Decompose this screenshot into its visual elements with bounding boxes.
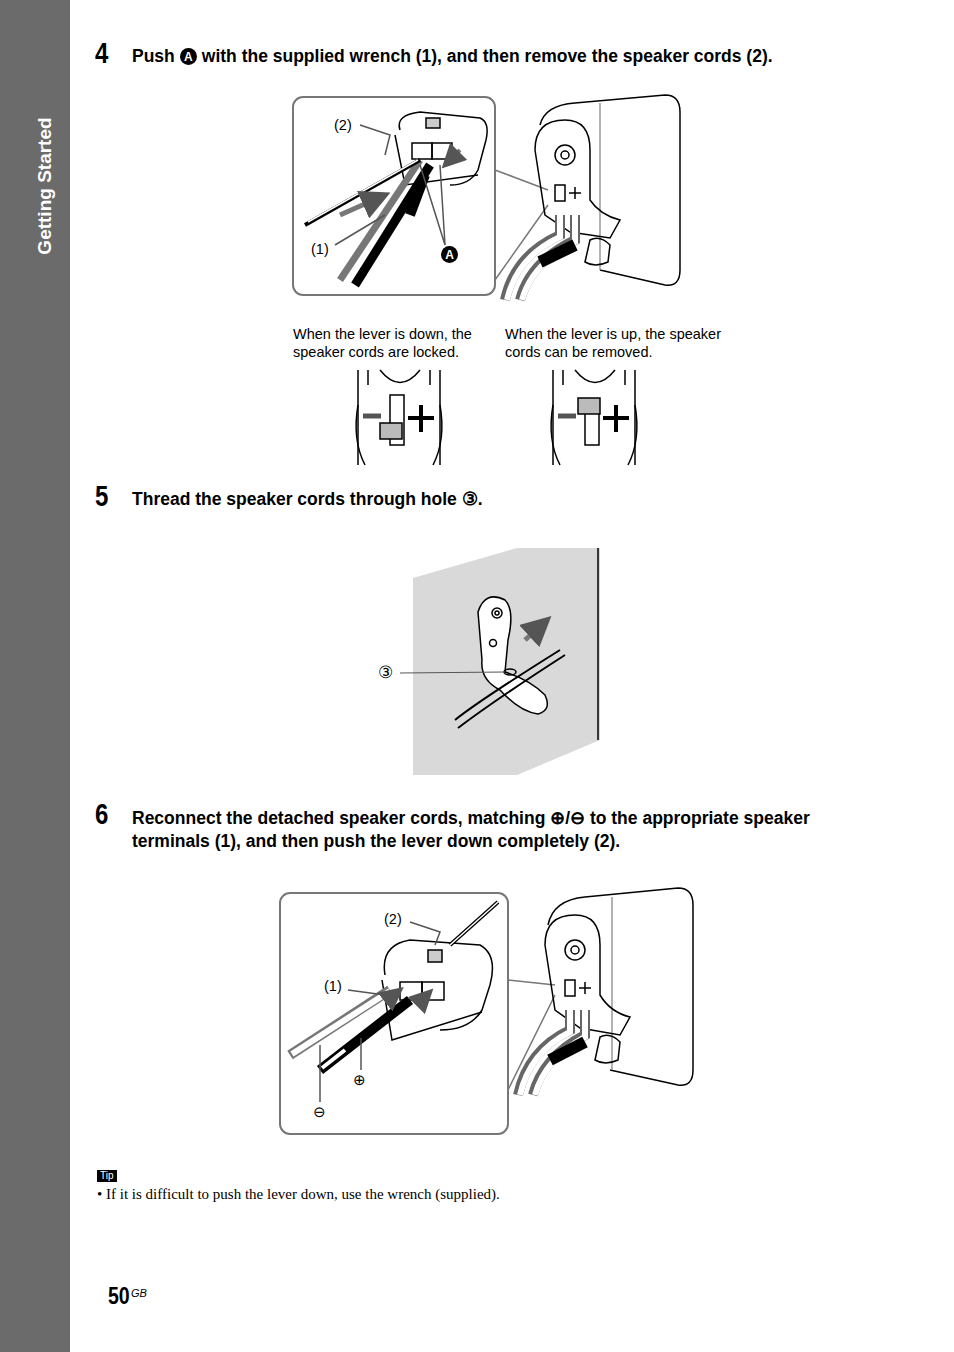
step-text: Reconnect the detached speaker cords, ma… (132, 807, 852, 853)
tip-text: • If it is difficult to push the lever d… (97, 1186, 500, 1203)
callout-number: (2) (384, 911, 402, 927)
step-text: Thread the speaker cords through hole ③. (132, 489, 483, 510)
step-number: 5 (95, 479, 108, 513)
step-number: 4 (95, 36, 108, 70)
node-text: Getting Started (32, 76, 58, 296)
step-text: Push (132, 46, 175, 67)
callout-letter: A (180, 48, 197, 65)
polarity-symbol: ⊕ (353, 1071, 366, 1089)
step-heading: Push Awith the supplied wrench (1), and t… (132, 46, 773, 67)
section-tab: Getting Started (0, 0, 70, 1352)
caption: When the lever is down, the speaker cord… (293, 325, 498, 361)
node-text: Tip (100, 1170, 114, 1182)
step-number: 6 (95, 797, 108, 831)
page-number: 50 (108, 1283, 130, 1310)
callout-number: ③ (378, 662, 393, 683)
caption: When the lever is up, the speaker cords … (505, 325, 740, 361)
callout-number: (1) (311, 241, 329, 257)
tip-tag: Tip (97, 1170, 117, 1182)
polarity-symbol: ⊖ (313, 1103, 326, 1121)
step-text: with the supplied wrench (1), and then r… (202, 46, 773, 67)
callout-letter: A (441, 246, 458, 263)
callout-number: (2) (334, 117, 352, 133)
callout-number: (1) (324, 978, 342, 994)
page-suffix: GB (131, 1287, 147, 1299)
